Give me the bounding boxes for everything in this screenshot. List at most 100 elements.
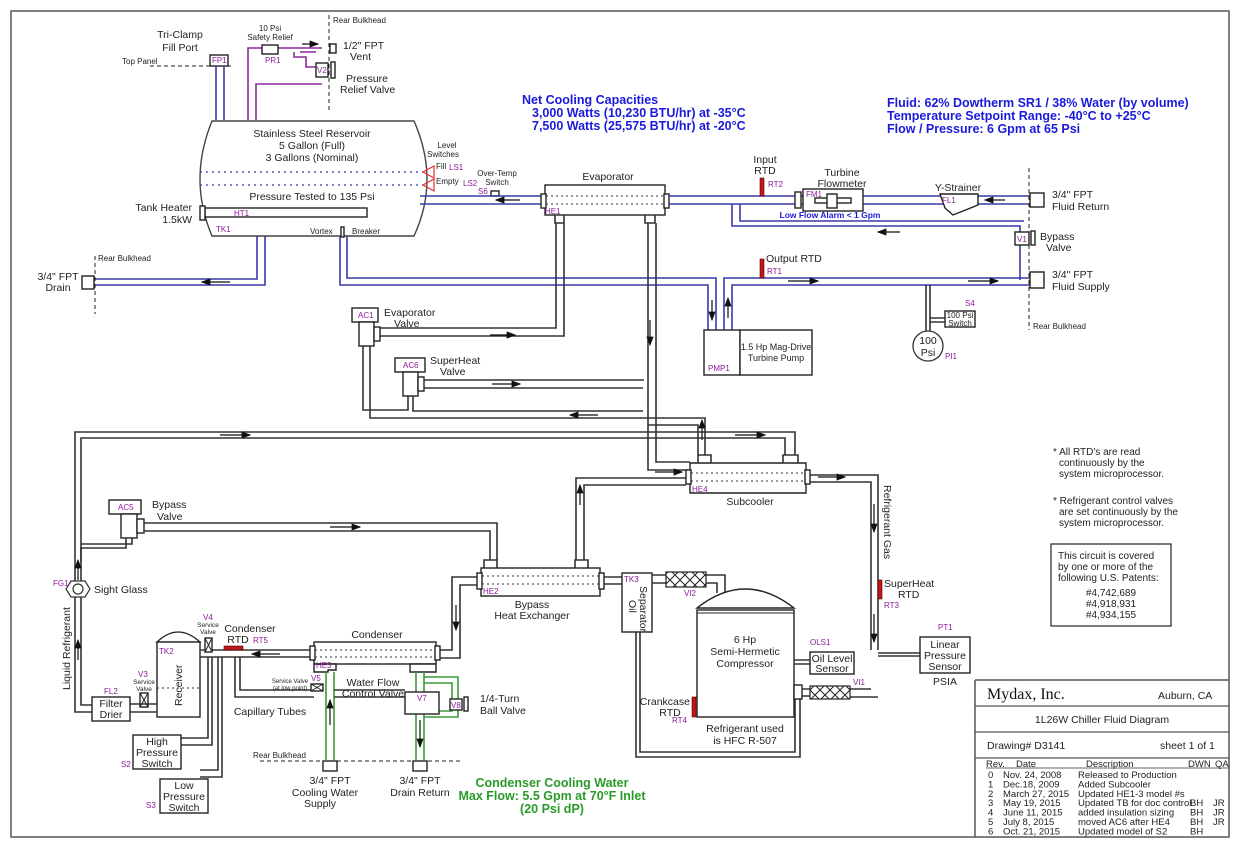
- tag-fp1: FP1: [212, 56, 227, 65]
- pressure-switch-s4[interactable]: [944, 310, 976, 328]
- tag-s4: S4: [965, 299, 975, 308]
- sh-valve-label-2: Valve: [440, 366, 466, 378]
- valve-body: [358, 321, 375, 347]
- tag-vi1: VI1: [853, 678, 866, 687]
- revision-date: May 19, 2015: [1003, 798, 1061, 809]
- fluid-supply-port[interactable]: [1029, 271, 1045, 289]
- condenser-water-line-2: Max Flow: 5.5 Gpm at 70°F Inlet: [459, 789, 647, 803]
- liquid-refrigerant-label: Liquid Refrigerant: [61, 607, 73, 690]
- pressure-relief-valve-v2[interactable]: [315, 62, 329, 78]
- cws-label-2: Cooling Water: [292, 787, 359, 799]
- subcooler-he4[interactable]: HE4 Subcooler: [685, 454, 811, 508]
- subcooler-stub: [697, 454, 799, 463]
- y-strainer-fl1[interactable]: [939, 193, 979, 216]
- bypass-valve-ac5[interactable]: AC5 Bypass Valve: [108, 499, 186, 539]
- level-switch-ls1[interactable]: [421, 164, 435, 180]
- fluid-return-port[interactable]: [1029, 192, 1045, 208]
- sensor-pipe: [794, 659, 810, 665]
- condenser-he3[interactable]: Condenser HE3: [309, 629, 441, 673]
- hx-body: [480, 567, 601, 597]
- psi-switch-label-2: Switch: [948, 319, 972, 328]
- ball-valve-v8[interactable]: [449, 698, 463, 711]
- safety-relief-valve-pr1[interactable]: [261, 44, 279, 55]
- net-cooling-title: Net Cooling Capacities: [522, 93, 658, 107]
- fluid-spec-line-3: Flow / Pressure: 6 Gpm at 65 Psi: [887, 122, 1080, 136]
- cooling-water-supply-port[interactable]: [322, 760, 338, 772]
- revision-rev: 6: [988, 826, 993, 837]
- evaporator-valve-ac1[interactable]: AC1 Evaporator Valve: [351, 307, 436, 347]
- lps-label-3: Sensor: [928, 661, 962, 673]
- gauge-value: 100: [919, 335, 937, 347]
- fluid-supply-label-2: Fluid Supply: [1052, 281, 1111, 293]
- prv-label: Pressure: [346, 73, 388, 85]
- compressor-dome: [694, 588, 797, 609]
- oil-level-sensor-ols1[interactable]: Oil Level Sensor OLS1: [794, 638, 855, 675]
- receiver-tk2[interactable]: TK2 Receiver: [155, 631, 202, 718]
- service-valve-v5[interactable]: Service Valve (at low point) V5: [272, 674, 324, 692]
- hx-stub: [483, 559, 589, 568]
- dr-label: 3/4" FPT: [399, 775, 441, 787]
- tag-v8: V8: [451, 701, 461, 710]
- hx-up-pipe: [575, 477, 686, 560]
- vent-label: 1/2" FPT: [343, 40, 385, 52]
- rear-bulkhead-label: Rear Bulkhead: [98, 254, 151, 263]
- reservoir-label-2: 5 Gallon (Full): [279, 140, 345, 152]
- condenser-rtd-rt5[interactable]: [223, 645, 244, 651]
- sight-glass-label: Sight Glass: [94, 584, 148, 596]
- sh-valve-label: SuperHeat: [430, 355, 480, 367]
- bypass-heat-exchanger-he2[interactable]: HE2 Bypass Heat Exchanger: [476, 559, 605, 622]
- note-2-line-3: system microprocessor.: [1059, 518, 1164, 529]
- ball-valve-label-2: Ball Valve: [480, 705, 526, 717]
- compressor-label: 6 Hp: [734, 634, 756, 646]
- note-1-line-2: continuously by the: [1059, 458, 1145, 469]
- oil-separator-tk3[interactable]: TK3 Oil Separator: [621, 572, 653, 633]
- fill-label: Fill: [436, 162, 446, 171]
- ball-valve-label: 1/4-Turn: [480, 693, 519, 705]
- pipe: [200, 649, 205, 658]
- fill-port-fp1[interactable]: [209, 54, 229, 67]
- psia-label: PSIA: [933, 676, 957, 688]
- rev-header: Rev.: [986, 759, 1005, 770]
- vibration-isolator-vi2[interactable]: [665, 571, 707, 588]
- service-valve-v4[interactable]: V4 Service Valve: [197, 613, 219, 653]
- sight-glass-fg1[interactable]: FG1 Sight Glass: [53, 579, 148, 598]
- filter-drier-fl2[interactable]: Filter Drier FL2: [91, 687, 131, 722]
- drain-port[interactable]: [81, 275, 95, 290]
- pump-pmp1[interactable]: PMP1 1.5 Hp Mag-Drive Turbine Pump: [703, 329, 813, 376]
- tag-rt5: RT5: [253, 636, 269, 645]
- filter-body: [91, 696, 131, 722]
- sv-low-label: Service Valve: [272, 679, 309, 685]
- low-flow-alarm-label: Low Flow Alarm < 1 Gpm: [780, 210, 881, 220]
- service-valve-v3[interactable]: V3 Service Valve: [133, 670, 155, 708]
- tag-pi1: PI1: [945, 352, 958, 361]
- compressor[interactable]: 6 Hp Semi-Hermetic Compressor Refrigeran…: [694, 588, 797, 747]
- pump-suction-pipe: [339, 236, 717, 330]
- superheat-valve-ac6[interactable]: AC6 SuperHeat Valve: [394, 355, 480, 397]
- flowmeter-flange: [794, 191, 802, 209]
- drain-return-port[interactable]: [412, 760, 428, 772]
- input-rtd-rt2[interactable]: [759, 177, 765, 197]
- water-flow-control-valve-v7[interactable]: [404, 691, 440, 715]
- valve-port: [417, 376, 425, 392]
- vibration-isolator-vi1[interactable]: [809, 685, 851, 700]
- crankcase-rtd-rt4[interactable]: [691, 696, 697, 718]
- date-header: Date: [1016, 759, 1036, 770]
- patent-line-1: This circuit is covered: [1058, 551, 1154, 562]
- revision-desc: Updated HE1-3 model #s: [1078, 789, 1185, 800]
- superheat-rtd-rt3[interactable]: [877, 579, 883, 600]
- company-location: Auburn, CA: [1158, 690, 1212, 702]
- tank-heater-ht1[interactable]: [204, 207, 368, 218]
- pressure-gauge-pi1[interactable]: [912, 330, 944, 362]
- bhx-label-2: Heat Exchanger: [494, 610, 570, 622]
- tag-ac1: AC1: [358, 311, 374, 320]
- level-switch-ls2[interactable]: [421, 177, 435, 193]
- revision-date: June 11, 2015: [1003, 808, 1063, 819]
- low-pressure-switch-s3[interactable]: Low Pressure Switch S3: [146, 778, 209, 814]
- linear-pressure-sensor-pt1[interactable]: Linear Pressure Sensor PSIA PT1: [878, 623, 971, 688]
- fill-port-label: Tri-Clamp: [157, 29, 203, 41]
- output-rtd-rt1[interactable]: [759, 258, 765, 279]
- evaporator-body[interactable]: [544, 184, 666, 216]
- hps-label: High: [146, 736, 168, 748]
- high-pressure-switch-s2[interactable]: High Pressure Switch S2: [121, 734, 182, 770]
